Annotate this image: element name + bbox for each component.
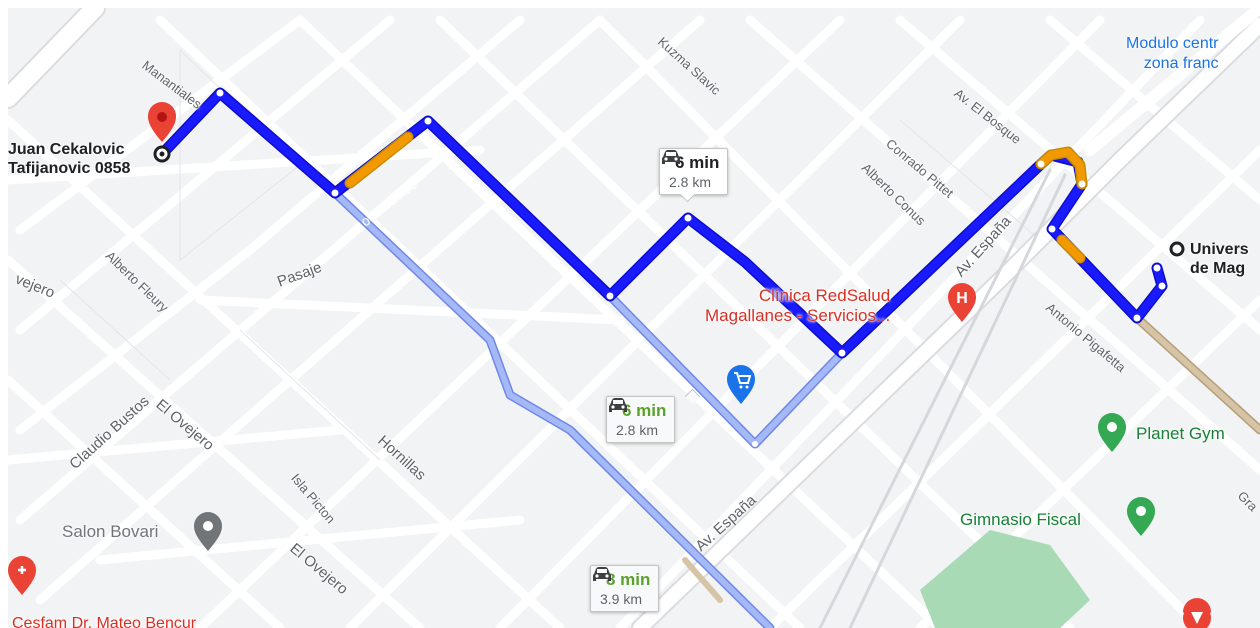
destination-label: Univers de Mag — [1190, 240, 1249, 278]
origin-label: Juan Cekalovic Tafijanovic 0858 — [8, 140, 130, 178]
map-layer: H — [8, 8, 1260, 628]
route-primary-distance: 2.8 km — [669, 174, 712, 190]
alternate-routes — [330, 188, 1260, 628]
salon-pin-icon[interactable] — [194, 512, 222, 551]
poi-modulo-line1: Modulo centr — [1126, 35, 1219, 52]
hospital-pin-icon[interactable]: H — [948, 283, 976, 322]
route-alt2-time: 8 min — [606, 570, 651, 589]
shopping-cart-pin-icon[interactable] — [727, 365, 755, 404]
map-canvas[interactable]: H Manantiales Kuzma Slavic — [8, 8, 1260, 628]
destination-label-line2: de Mag — [1190, 260, 1246, 277]
destination-label-line1: Univers — [1190, 241, 1249, 258]
poi-modulo-line2: zona franc — [1143, 55, 1219, 72]
route-callout-alt1-row: 6 min — [609, 398, 667, 421]
route-callout-primary-row: 6 min — [662, 150, 720, 173]
poi-clinica-line2: Magallanes - Servicios... — [705, 306, 891, 325]
gym-fiscal-pin-icon[interactable] — [1127, 497, 1155, 536]
poi-modulo-label: Modulo centr zona franc — [1126, 34, 1219, 74]
route-turn-points — [216, 89, 1166, 447]
origin-label-line2: Tafijanovic 0858 — [8, 160, 131, 177]
primary-route — [156, 87, 1168, 359]
origin-label-line1: Juan Cekalovic — [8, 141, 125, 158]
gym-pin-icon[interactable] — [1098, 413, 1126, 452]
car-icon — [609, 398, 627, 412]
svg-text:H: H — [956, 290, 968, 307]
destination-marker[interactable] — [1169, 241, 1185, 257]
poi-clinica-line1: Clínica RedSalud — [758, 286, 891, 305]
park-area — [920, 530, 1090, 628]
poi-gimnasio-fiscal-label: Gimnasio Fiscal — [960, 510, 1081, 529]
poi-planet-gym-label: Planet Gym — [1136, 424, 1225, 443]
route-alt1-time: 6 min — [622, 401, 667, 420]
origin-marker[interactable] — [153, 145, 171, 163]
car-icon — [593, 567, 611, 581]
route-callout-primary[interactable]: 6 min 2.8 km — [659, 148, 729, 203]
poi-clinica-label: Clínica RedSalud Magallanes - Servicios.… — [705, 286, 890, 326]
route-alt2-distance: 3.9 km — [600, 591, 643, 607]
poi-cesfam-label: Cesfam Dr. Mateo Bencur — [12, 615, 197, 628]
origin-pin-icon[interactable] — [148, 102, 176, 142]
route-callout-alt2-row: 8 min — [593, 567, 651, 590]
route-primary-time: 6 min — [675, 153, 720, 172]
route-alt1-distance: 2.8 km — [616, 422, 659, 438]
route-callout-alt1[interactable]: 6 min 2.8 km — [606, 388, 701, 443]
restaurant-pin-icon[interactable] — [1183, 598, 1211, 628]
route-callout-alt2[interactable]: 8 min 3.9 km — [590, 565, 660, 612]
medical-pin-icon[interactable] — [8, 556, 36, 595]
poi-salon-bovari-label: Salon Bovari — [62, 522, 159, 541]
car-icon — [662, 150, 680, 164]
